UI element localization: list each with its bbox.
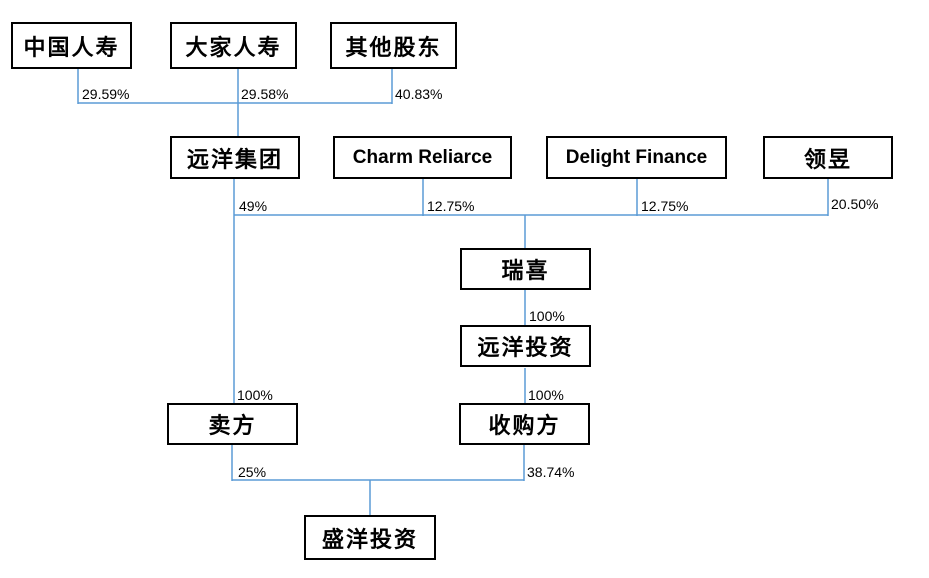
node-sino-ocean-investment: 远洋投资 bbox=[460, 325, 591, 367]
node-delight-finance-label: Delight Finance bbox=[565, 146, 708, 168]
node-other-shareholders-label: 其他股东 bbox=[345, 34, 442, 60]
node-ling-yu-label: 领昱 bbox=[803, 146, 852, 172]
node-sino-ocean-group: 远洋集团 bbox=[170, 136, 300, 179]
node-sheng-yang-investment-label: 盛洋投资 bbox=[321, 526, 418, 552]
node-dajia-life-label: 大家人寿 bbox=[185, 34, 282, 60]
node-delight-finance: Delight Finance bbox=[546, 136, 727, 179]
edge-percent-delight-finance: 12.75% bbox=[641, 198, 689, 214]
node-sino-ocean-investment-label: 远洋投资 bbox=[477, 335, 574, 360]
node-sheng-yang-investment: 盛洋投资 bbox=[304, 515, 436, 560]
edge-percent-seller: 25% bbox=[238, 464, 267, 480]
edge-percent-group-to-seller: 100% bbox=[237, 387, 273, 403]
edge-percent-ling-yu: 20.50% bbox=[831, 196, 879, 212]
edge-percent-acquirer: 38.74% bbox=[527, 464, 575, 480]
node-seller-label: 卖方 bbox=[208, 413, 257, 438]
node-acquirer-label: 收购方 bbox=[488, 413, 561, 438]
node-dajia-life: 大家人寿 bbox=[170, 22, 297, 69]
edge-percent-sino-ocean-investment: 100% bbox=[528, 387, 564, 403]
node-china-life-label: 中国人寿 bbox=[23, 34, 120, 60]
node-rui-xi: 瑞喜 bbox=[460, 248, 591, 290]
edge-percent-other-shareholders: 40.83% bbox=[395, 86, 443, 102]
node-ling-yu: 领昱 bbox=[763, 136, 893, 179]
node-sino-ocean-group-label: 远洋集团 bbox=[186, 146, 283, 172]
edge-percent-charm-reliarce: 12.75% bbox=[427, 198, 475, 214]
edge-percent-china-life: 29.59% bbox=[82, 86, 130, 102]
edge-percent-rui-xi: 100% bbox=[529, 308, 565, 324]
node-rui-xi-label: 瑞喜 bbox=[501, 258, 550, 283]
node-charm-reliarce: Charm Reliarce bbox=[333, 136, 512, 179]
node-seller: 卖方 bbox=[167, 403, 298, 445]
edge-percent-sino-ocean-group: 49% bbox=[239, 198, 268, 214]
node-other-shareholders: 其他股东 bbox=[330, 22, 457, 69]
node-china-life: 中国人寿 bbox=[11, 22, 132, 69]
node-acquirer: 收购方 bbox=[459, 403, 590, 445]
node-charm-reliarce-label: Charm Reliarce bbox=[352, 146, 493, 168]
edge-percent-dajia-life: 29.58% bbox=[241, 86, 289, 102]
